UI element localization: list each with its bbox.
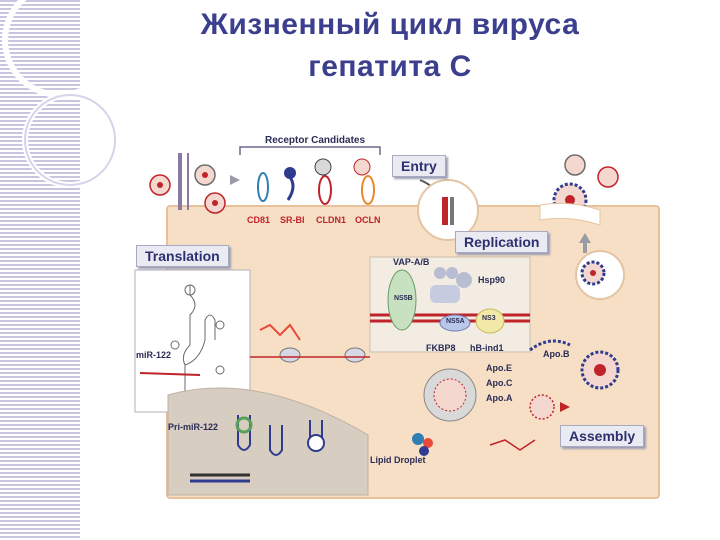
label-lipid-droplet: Lipid Droplet xyxy=(370,455,426,465)
lipid-droplet-icon xyxy=(423,368,477,422)
receptor-label-cldn1: CLDN1 xyxy=(316,215,347,225)
label-mir122: miR-122 xyxy=(136,350,172,360)
label-apob: Apo.B xyxy=(543,349,570,359)
slide-title: Жизненный цикл вируса гепатита С xyxy=(150,4,630,88)
virion-icon xyxy=(194,164,216,186)
receptor-label-ocln: OCLN xyxy=(355,215,381,225)
label-hb-ind1: hB-ind1 xyxy=(470,343,504,353)
label-hsp90: Hsp90 xyxy=(478,275,506,285)
stage-label-assembly: Assembly xyxy=(560,425,645,447)
label-pri-mir122: Pri-miR-122 xyxy=(168,422,219,432)
assembling-virion-icon xyxy=(529,339,620,390)
label-vap: VAP-A/B xyxy=(393,257,430,267)
diagram-artwork xyxy=(134,146,625,496)
stage-label-entry: Entry xyxy=(392,155,446,177)
title-line-1: Жизненный цикл вируса xyxy=(200,8,580,41)
label-apoa: Apo.A xyxy=(486,393,513,403)
title-line-2: гепатита С xyxy=(308,50,472,83)
receptor-candidates-header: Receptor Candidates xyxy=(265,135,366,146)
receptor-cd81-icon xyxy=(257,172,269,202)
stage-label-replication: Replication xyxy=(455,231,549,253)
decorative-arcs xyxy=(2,0,118,188)
label-ns3: NS3 xyxy=(482,315,496,322)
label-apoc: Apo.C xyxy=(486,378,513,388)
receptor-ocln-icon xyxy=(353,158,375,205)
endosome-icon xyxy=(417,179,479,241)
virion-icon xyxy=(149,174,171,196)
hcv-life-cycle-diagram: Receptor Candidates CD81 SR-BI CLDN1 OCL… xyxy=(130,125,670,500)
virion-icon xyxy=(204,192,226,214)
receptor-label-srbi: SR-BI xyxy=(280,215,305,225)
label-ns5b: NS5B xyxy=(394,295,413,302)
label-apoe: Apo.E xyxy=(486,363,512,373)
receptor-srbi-icon xyxy=(284,167,296,201)
secretory-vesicle-icon xyxy=(575,250,625,300)
ribosome-icon xyxy=(279,347,366,363)
label-ns5a: NS5A xyxy=(446,318,465,325)
stage-label-translation: Translation xyxy=(136,245,229,267)
label-fkbp8: FKBP8 xyxy=(426,343,456,353)
receptor-label-cd81: CD81 xyxy=(247,215,271,225)
rna-secondary-structure-icon xyxy=(170,284,225,405)
replication-complex-icon xyxy=(430,267,505,334)
receptor-cldn1-icon xyxy=(314,158,332,205)
